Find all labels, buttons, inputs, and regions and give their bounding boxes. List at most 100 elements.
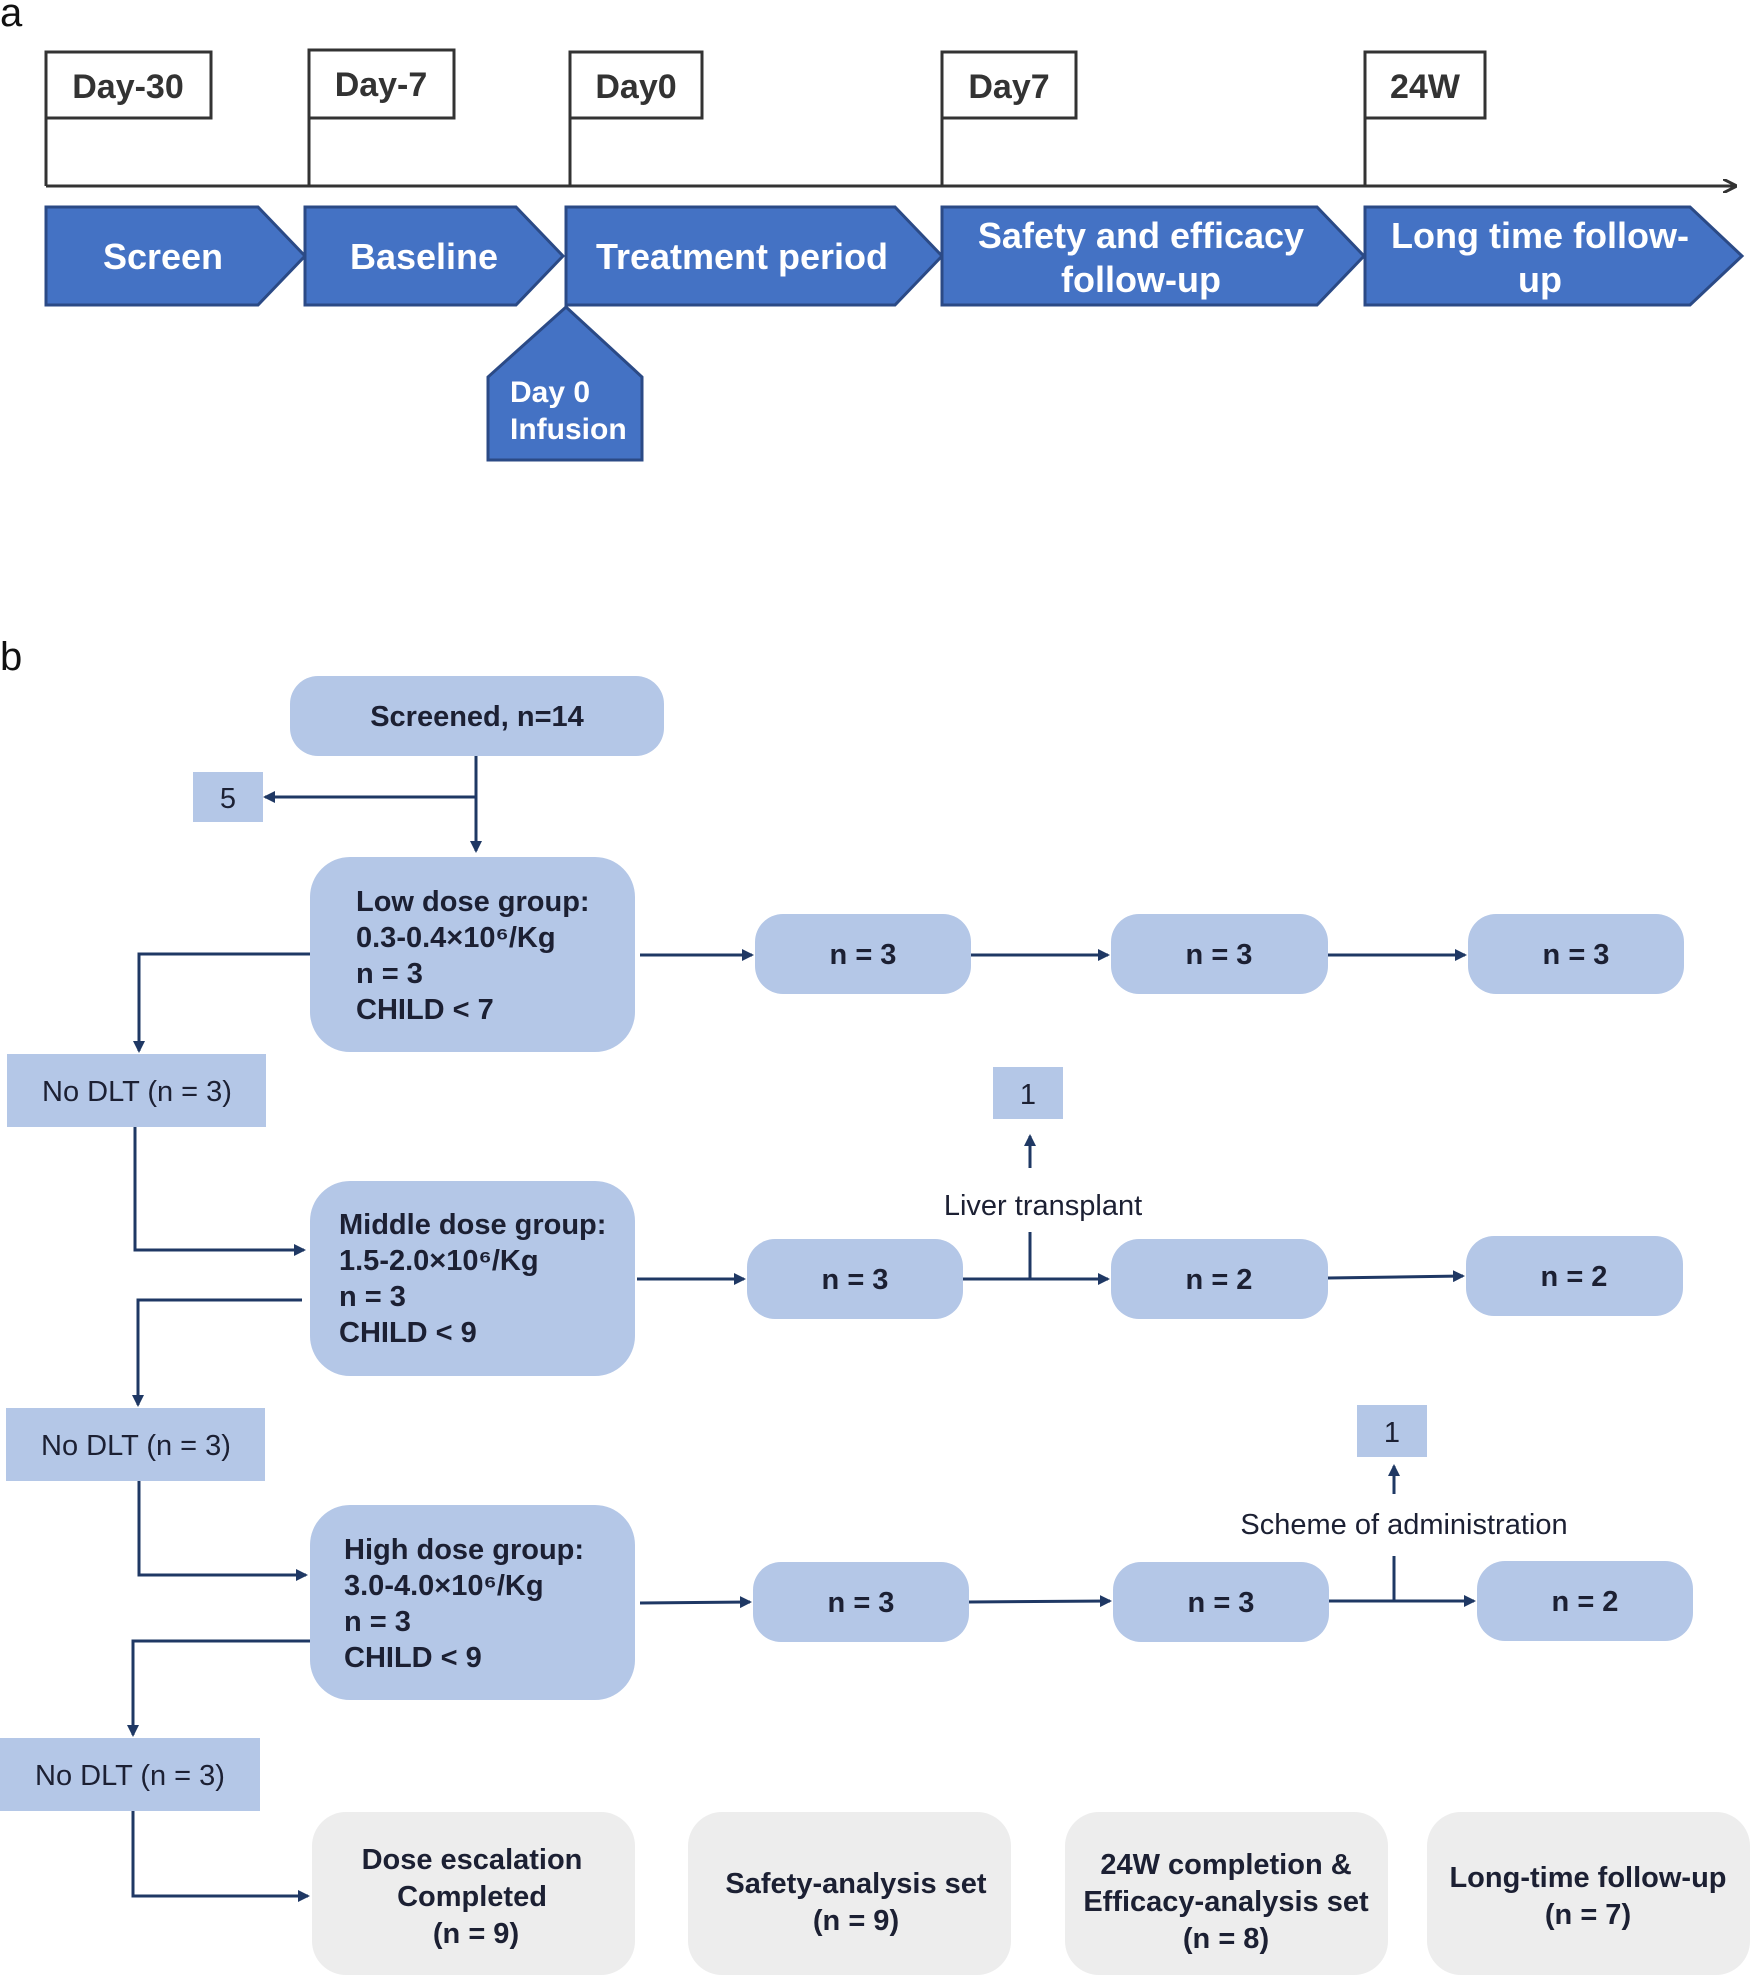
day-label: Day-30 [72, 68, 184, 106]
summary-line: (n = 7) [1545, 1899, 1631, 1931]
day-label: Day0 [595, 68, 676, 106]
low-stage-2-node: n = 3 [1111, 914, 1328, 994]
screened-node: Screened, n=14 [290, 676, 664, 756]
high-dose-group-node: High dose group: 3.0-4.0×10⁶/Kg n = 3 CH… [310, 1505, 635, 1700]
no-dlt-box-3: No DLT (n = 3) [0, 1738, 260, 1811]
excluded-count: 5 [220, 783, 236, 815]
connector [137, 1481, 308, 1581]
count-label: n = 3 [828, 1587, 895, 1619]
summary-safety-analysis-set: Safety-analysis set (n = 9) [688, 1812, 1011, 1975]
excluded-box: 5 [193, 772, 263, 822]
connector [132, 1298, 302, 1407]
summary-dose-escalation-completed: Dose escalation Completed (n = 9) [312, 1812, 635, 1975]
group-line: CHILD < 9 [339, 1317, 477, 1349]
group-line: n = 3 [356, 958, 423, 990]
dropout-count: 1 [1384, 1417, 1400, 1449]
group-line: n = 3 [339, 1281, 406, 1313]
phase-baseline: Baseline [303, 205, 566, 307]
day-label: Day-7 [335, 66, 428, 104]
count-label: n = 3 [830, 939, 897, 971]
day-flag-day-0: Day0 [568, 50, 704, 186]
group-line: CHILD < 9 [344, 1642, 482, 1674]
day-label: 24W [1390, 68, 1461, 106]
panel-label-a: a [0, 0, 23, 35]
infusion-label: Day 0 [510, 376, 590, 409]
connector [968, 1595, 1112, 1608]
count-label: n = 3 [822, 1264, 889, 1296]
count-label: n = 3 [1188, 1587, 1255, 1619]
count-label: n = 3 [1543, 939, 1610, 971]
connector [639, 1596, 752, 1609]
phase-screen: Screen [44, 205, 308, 307]
dropout-reason-liver-transplant: Liver transplant [944, 1190, 1142, 1222]
no-dlt-label: No DLT (n = 3) [35, 1760, 225, 1792]
day-0-infusion-marker: Day 0 Infusion [486, 304, 644, 462]
phase-treatment-period: Treatment period [564, 205, 945, 307]
panel-label-b: b [0, 635, 22, 679]
low-stage-1-node: n = 3 [755, 914, 971, 994]
dropout-count: 1 [1020, 1079, 1036, 1111]
connector [127, 1639, 310, 1737]
day-flag-24w: 24W [1363, 50, 1487, 186]
summary-efficacy-analysis-set: 24W completion & Efficacy-analysis set (… [1065, 1812, 1388, 1975]
phase-label: Treatment period [596, 236, 888, 277]
low-dose-group-node: Low dose group: 0.3-0.4×10⁶/Kg n = 3 CHI… [310, 857, 635, 1052]
phase-label: up [1518, 259, 1562, 300]
screened-label: Screened, n=14 [370, 701, 584, 733]
group-line: 3.0-4.0×10⁶/Kg [344, 1570, 544, 1602]
connector [131, 1811, 310, 1902]
dropout-count-box-middle: 1 [993, 1067, 1063, 1119]
low-stage-3-node: n = 3 [1468, 914, 1684, 994]
high-stage-2-node: n = 3 [1113, 1562, 1329, 1642]
summary-line: Efficacy-analysis set [1083, 1886, 1369, 1918]
connector [133, 1127, 306, 1256]
count-label: n = 3 [1186, 939, 1253, 971]
connector [1327, 1270, 1465, 1283]
group-line: n = 3 [344, 1606, 411, 1638]
middle-stage-1-node: n = 3 [747, 1239, 963, 1319]
infusion-label: Infusion [510, 413, 627, 446]
high-stage-1-node: n = 3 [753, 1562, 969, 1642]
count-label: n = 2 [1541, 1261, 1608, 1293]
middle-dose-group-node: Middle dose group: 1.5-2.0×10⁶/Kg n = 3 … [310, 1181, 635, 1376]
day-flag-day-7: Day7 [940, 50, 1078, 186]
day-label: Day7 [968, 68, 1049, 106]
group-line: 1.5-2.0×10⁶/Kg [339, 1245, 539, 1277]
phase-label: Baseline [350, 236, 498, 277]
count-label: n = 2 [1552, 1586, 1619, 1618]
no-dlt-label: No DLT (n = 3) [42, 1076, 232, 1108]
middle-stage-3-node: n = 2 [1466, 1236, 1683, 1316]
no-dlt-box-1: No DLT (n = 3) [7, 1054, 266, 1127]
connector [133, 952, 310, 1053]
phase-label: Long time follow- [1391, 215, 1689, 256]
summary-line: Dose escalation [362, 1844, 583, 1876]
phase-safety-efficacy-follow-up: Safety and efficacy follow-up [940, 205, 1367, 307]
group-line: High dose group: [344, 1534, 584, 1566]
count-label: n = 2 [1186, 1264, 1253, 1296]
dropout-reason-scheme-of-administration: Scheme of administration [1240, 1509, 1567, 1541]
summary-line: Long-time follow-up [1449, 1862, 1726, 1894]
group-line: Low dose group: [356, 886, 590, 918]
phase-label: follow-up [1061, 259, 1221, 300]
no-dlt-box-2: No DLT (n = 3) [6, 1408, 265, 1481]
phase-label: Safety and efficacy [978, 215, 1304, 256]
phase-long-time-follow-up: Long time follow- up [1363, 205, 1745, 307]
dropout-count-box-high: 1 [1357, 1405, 1427, 1457]
summary-line: (n = 9) [433, 1918, 519, 1950]
day-flag-day-minus-7: Day-7 [307, 48, 456, 186]
summary-line: 24W completion & [1100, 1849, 1351, 1881]
summary-line: Completed [397, 1881, 547, 1913]
no-dlt-label: No DLT (n = 3) [41, 1430, 231, 1462]
summary-long-time-follow-up: Long-time follow-up (n = 7) [1427, 1812, 1750, 1975]
high-stage-3-node: n = 2 [1477, 1561, 1693, 1641]
phase-label: Screen [103, 236, 223, 277]
summary-line: (n = 9) [813, 1905, 899, 1937]
group-line: 0.3-0.4×10⁶/Kg [356, 922, 556, 954]
summary-line: Safety-analysis set [725, 1868, 986, 1900]
summary-line: (n = 8) [1183, 1923, 1269, 1955]
group-line: Middle dose group: [339, 1209, 606, 1241]
group-line: CHILD < 7 [356, 994, 494, 1026]
day-flag-day-minus-30: Day-30 [44, 50, 213, 186]
middle-stage-2-node: n = 2 [1111, 1239, 1328, 1319]
